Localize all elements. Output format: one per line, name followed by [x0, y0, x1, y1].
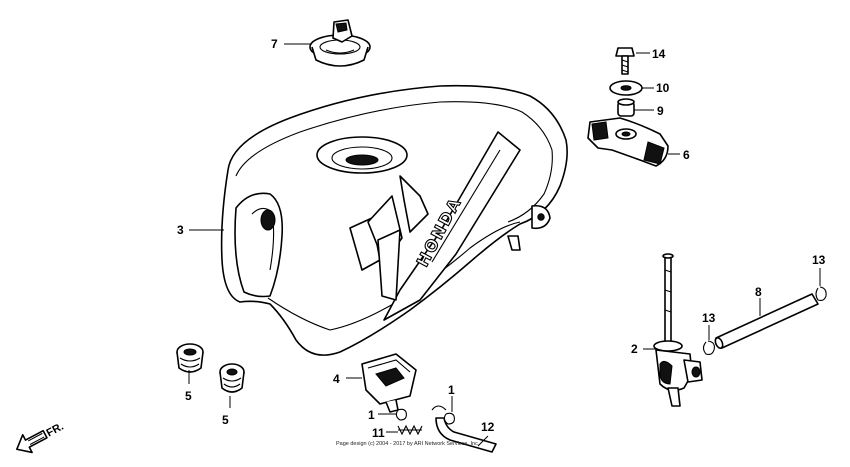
callout-13b: 13	[812, 253, 826, 267]
front-arrow: FR.	[16, 421, 66, 454]
callout-8: 8	[755, 285, 762, 299]
callout-1b: 1	[448, 383, 455, 397]
callout-5b: 5	[222, 413, 229, 427]
fuel-tank[interactable]: NS HONDA	[0, 0, 568, 356]
front-arrow-icon	[16, 429, 48, 454]
callout-11: 11	[372, 426, 385, 440]
rubber-cushion-b[interactable]	[219, 363, 245, 393]
hose-clip-a[interactable]	[702, 340, 715, 356]
rubber-cushion-a[interactable]	[176, 343, 204, 373]
callout-1a: 1	[368, 408, 375, 422]
callout-7: 7	[271, 37, 278, 51]
hose-clip-b[interactable]	[815, 286, 827, 302]
callout-numbers: 7 14 10 9 6 3 13 8 13 2 5 5 4 1 1 11 12	[177, 37, 826, 440]
fuel-valve[interactable]	[653, 253, 703, 407]
bolt[interactable]	[615, 47, 635, 75]
leader-lines	[188, 43, 821, 447]
callout-9: 9	[657, 104, 664, 118]
callout-4: 4	[333, 372, 340, 386]
drain-tray[interactable]	[361, 353, 417, 413]
callout-13a: 13	[702, 311, 716, 325]
callout-5a: 5	[185, 389, 192, 403]
spring[interactable]	[397, 424, 423, 436]
callout-14: 14	[652, 47, 666, 61]
callout-10: 10	[656, 81, 670, 95]
fuel-cap[interactable]	[309, 19, 371, 67]
callout-2: 2	[631, 342, 638, 356]
tank-mount-tab	[531, 204, 551, 230]
hose-clamp-a[interactable]	[395, 408, 407, 421]
callout-3: 3	[177, 223, 184, 237]
callout-12: 12	[481, 420, 495, 434]
front-arrow-label: FR.	[44, 421, 65, 440]
tank-ns-decal: NS	[349, 175, 429, 301]
fuel-hose[interactable]	[714, 293, 819, 349]
callout-6: 6	[683, 148, 690, 162]
washer[interactable]	[609, 80, 643, 96]
copyright-text: Page design (c) 2004 - 2017 by ARI Netwo…	[336, 441, 480, 447]
collar[interactable]	[617, 98, 635, 117]
mount-bracket[interactable]	[587, 117, 669, 167]
